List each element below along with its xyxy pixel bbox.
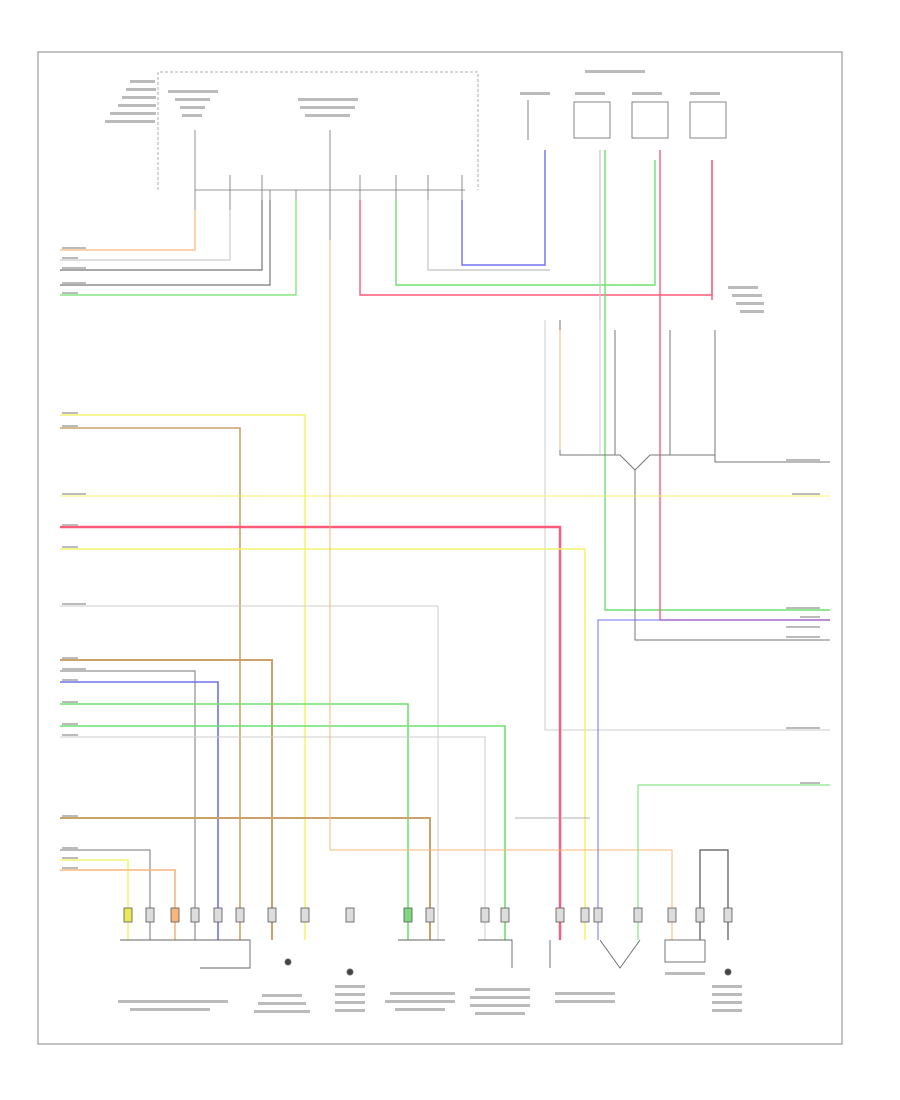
bottom-components [120, 939, 732, 976]
diagram-frame [37, 51, 843, 1045]
top-right-wires [359, 150, 830, 621]
top-dashed-bracket [157, 71, 479, 190]
label-smudges [105, 70, 764, 313]
top-right-relays [527, 100, 727, 140]
relay-block [544, 320, 830, 731]
component-label-smudges [118, 972, 742, 1015]
main-wires [60, 240, 830, 940]
bottom-connectors [123, 907, 733, 923]
top-left-wires [60, 200, 297, 296]
edge-label-smudges [62, 247, 820, 869]
